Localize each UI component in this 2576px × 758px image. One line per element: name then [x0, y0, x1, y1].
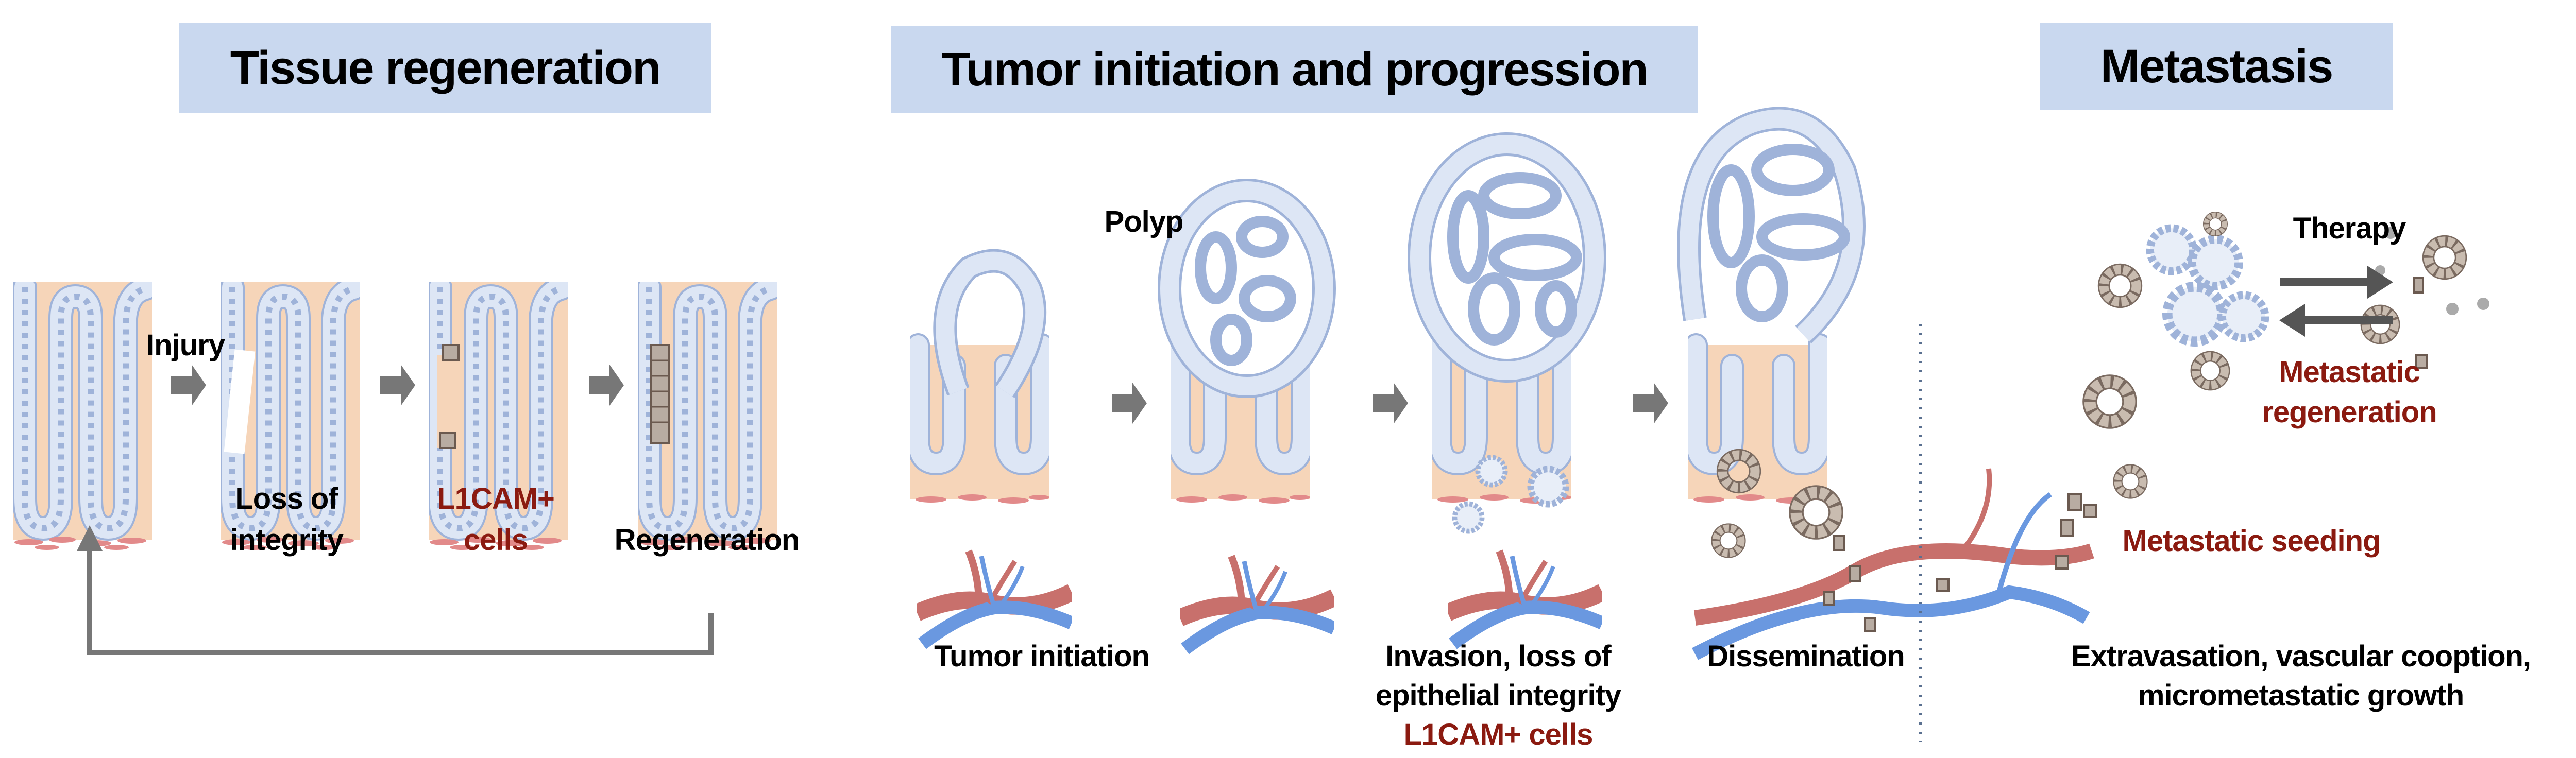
- feedback-arrow: [77, 525, 714, 655]
- step-arrows: [171, 365, 1668, 424]
- label-invasion: Invasion, loss of: [1385, 640, 1611, 673]
- label-metastatic: Metastatic: [2279, 355, 2420, 389]
- dead-cells: [2375, 227, 2489, 315]
- tumor-panel-polyp: [1158, 179, 1336, 504]
- dissemination-vessel: [1691, 468, 2094, 660]
- label-cells: cells: [464, 523, 528, 557]
- crypt-normal: [13, 282, 152, 550]
- crypt-regenerated: [638, 282, 777, 550]
- label-l1cam-cells: L1CAM+ cells: [1403, 718, 1594, 751]
- label-integrity: integrity: [230, 523, 344, 557]
- vessel: [917, 551, 1072, 644]
- title-tissue-regeneration: Tissue regeneration: [179, 23, 711, 113]
- therapy-arrows: [2279, 266, 2393, 337]
- label-micrometastatic: micrometastatic growth: [2138, 679, 2464, 712]
- vessel: [1180, 556, 1334, 649]
- tumor-panel-initiation: [910, 249, 1049, 504]
- crypt-injured: [221, 282, 360, 550]
- title-metastasis: Metastasis: [2040, 23, 2393, 110]
- label-therapy: Therapy: [2293, 212, 2406, 245]
- label-metastatic-seeding: Metastatic seeding: [2122, 524, 2381, 558]
- label-l1cam: L1CAM+: [437, 482, 555, 515]
- label-polyp: Polyp: [1104, 205, 1184, 238]
- label-extravasation: Extravasation, vascular cooption,: [2071, 640, 2531, 673]
- label-regeneration: Regeneration: [614, 523, 800, 557]
- tumor-panel-dissemination: [1677, 107, 1866, 554]
- title-tumor-progression: Tumor initiation and progression: [891, 26, 1698, 113]
- crypt-l1cam: [429, 282, 568, 550]
- single-cells: [1823, 277, 2428, 632]
- label-injury: Injury: [146, 329, 225, 362]
- vessel: [1448, 551, 1602, 644]
- label-metastatic-regeneration: regeneration: [2262, 395, 2437, 429]
- label-epithelial-integrity: epithelial integrity: [1375, 679, 1621, 712]
- tumor-panel-invasion: [1408, 132, 1606, 531]
- label-tumor-initiation: Tumor initiation: [934, 640, 1150, 673]
- label-dissemination: Dissemination: [1707, 640, 1905, 673]
- label-loss-of: Loss of: [235, 482, 338, 515]
